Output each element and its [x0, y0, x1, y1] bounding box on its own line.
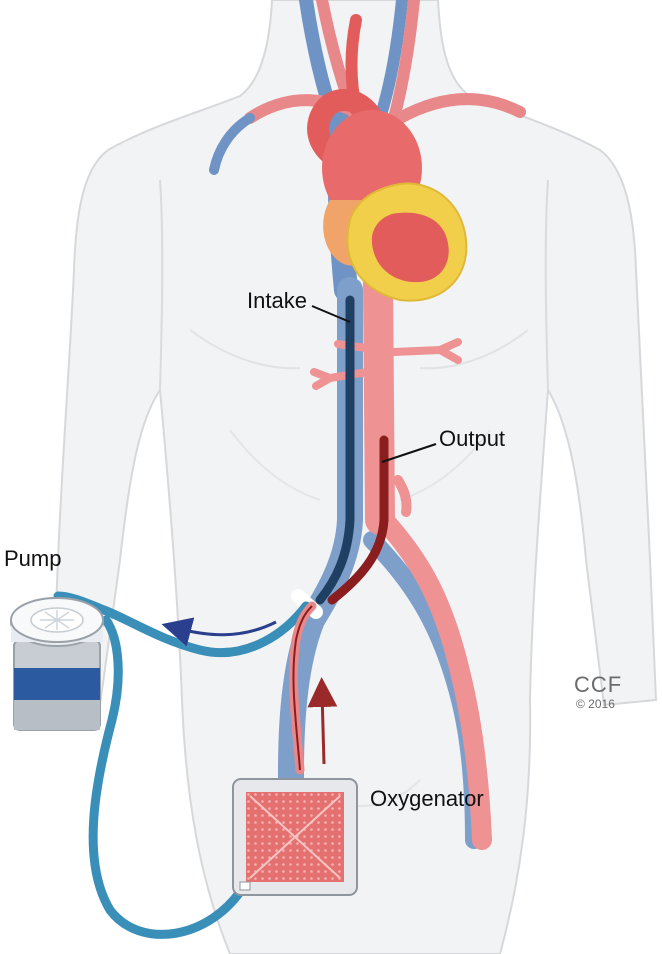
- intake-cannula: [315, 295, 355, 605]
- intake-label: Intake: [247, 288, 307, 313]
- oxygenator-device: [232, 778, 358, 896]
- pump-label: Pump: [4, 546, 61, 571]
- credit-copyright: © 2016: [576, 697, 615, 711]
- flow-arrow-to-body: [307, 677, 338, 765]
- intake-leader-line: [311, 305, 351, 323]
- heart: [307, 14, 468, 302]
- output-cannula: [327, 435, 389, 605]
- output-tubing: [288, 601, 317, 775]
- oxygenator-label: Oxygenator: [370, 786, 484, 811]
- output-label: Output: [439, 426, 505, 451]
- flow-arrow-to-pump: [161, 617, 277, 647]
- pump-device: [10, 597, 104, 731]
- credit-org: CCF: [574, 672, 622, 697]
- output-leader-line: [381, 443, 437, 463]
